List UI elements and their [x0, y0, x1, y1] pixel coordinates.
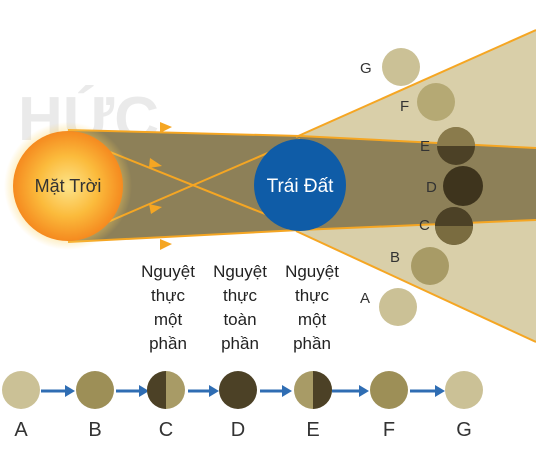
- sequence-moon-d: [219, 371, 257, 409]
- earth: [254, 139, 346, 231]
- sun: [13, 131, 123, 241]
- sun-label: Mặt Trời: [35, 176, 102, 196]
- sequence-moon-a: [2, 371, 40, 409]
- phase-label-partial-1-line-4: phần: [149, 334, 187, 353]
- light-rays: [67, 29, 536, 343]
- sequence-moon-e: [294, 371, 332, 409]
- moon-a: [379, 288, 417, 326]
- phase-labels: Nguyệt thực một phần Nguyệt thực toàn ph…: [141, 262, 339, 353]
- phase-label-partial-2-line-3: một: [298, 310, 327, 329]
- sequence-moon-c: [147, 371, 185, 409]
- orbit-moons: [379, 48, 483, 326]
- orbit-label-c: C: [419, 217, 430, 234]
- sequence-label-f: F: [383, 419, 395, 441]
- sequence-moon-b: [76, 371, 114, 409]
- orbit-label-a: A: [360, 290, 370, 307]
- sequence-label-d: D: [231, 419, 245, 441]
- ray-arrowheads: [149, 122, 172, 250]
- phase-label-partial-2-line-4: phần: [293, 334, 331, 353]
- phase-label-total-line-3: toàn: [223, 310, 256, 329]
- phase-label-total-line-2: thực: [223, 286, 258, 305]
- moon-g: [382, 48, 420, 86]
- phase-label-partial-1-line-1: Nguyệt: [141, 262, 195, 281]
- moon-b: [411, 247, 449, 285]
- sequence-moon-f: [370, 371, 408, 409]
- sequence-moon-g: [445, 371, 483, 409]
- sequence-label-g: G: [456, 419, 472, 441]
- sequence-label-c: C: [159, 419, 173, 441]
- sequence-label-b: B: [88, 419, 101, 441]
- phase-label-partial-1-line-2: thực: [151, 286, 186, 305]
- sequence-moons: [2, 371, 483, 409]
- sequence-label-a: A: [14, 419, 28, 441]
- phase-label-partial-2-line-1: Nguyệt: [285, 262, 339, 281]
- phase-label-total-line-4: phần: [221, 334, 259, 353]
- orbit-label-f: F: [400, 98, 409, 115]
- phase-label-total-line-1: Nguyệt: [213, 262, 267, 281]
- orbit-label-e: E: [420, 138, 430, 155]
- moon-d: [443, 166, 483, 206]
- orbit-label-b: B: [390, 249, 400, 266]
- orbit-label-g: G: [360, 60, 372, 77]
- moon-f: [417, 83, 455, 121]
- orbit-label-d: D: [426, 179, 437, 196]
- phase-label-partial-1-line-3: một: [154, 310, 183, 329]
- phase-label-partial-2-line-2: thực: [295, 286, 330, 305]
- sequence-label-e: E: [306, 419, 319, 441]
- earth-label: Trái Đất: [267, 176, 335, 197]
- sequence-arrowheads: [65, 385, 445, 397]
